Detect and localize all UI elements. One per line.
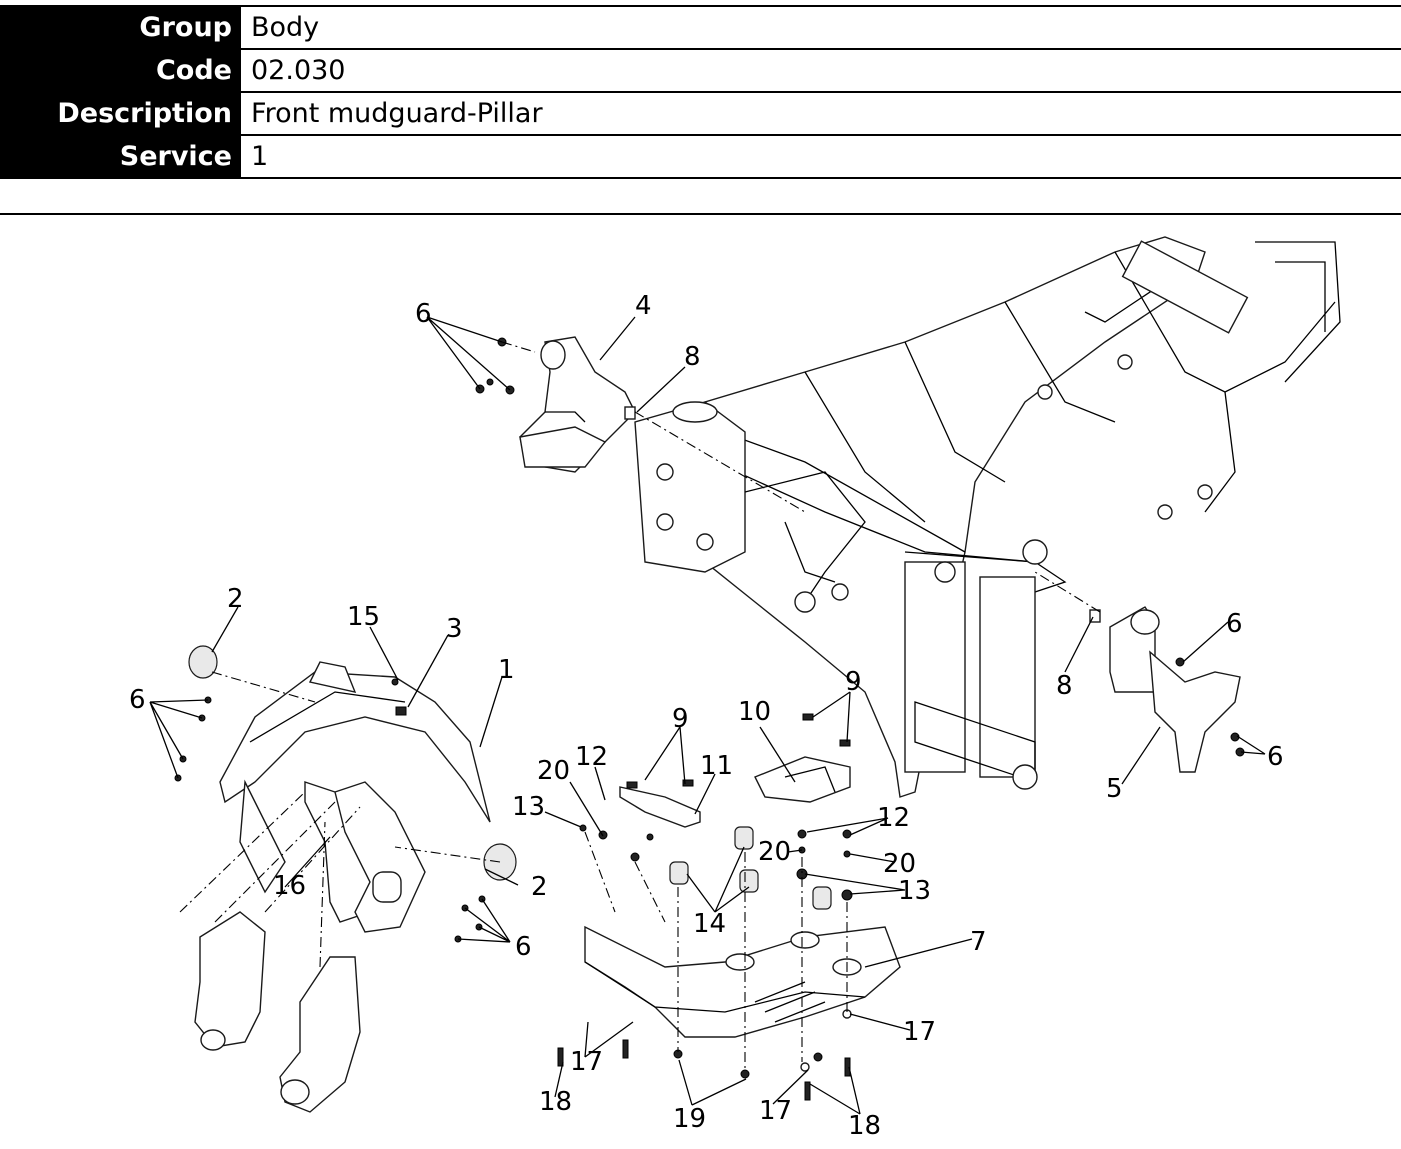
service-label: Service	[0, 134, 240, 179]
callout-18: 18	[539, 1087, 572, 1117]
callout-20: 20	[537, 756, 570, 786]
callout-2: 2	[531, 872, 548, 902]
part-14-buffers	[669, 826, 832, 910]
description-value: Front mudguard-Pillar	[238, 91, 1401, 136]
callout-10: 10	[738, 697, 771, 727]
callout-8: 8	[684, 342, 701, 372]
callout-6: 6	[515, 932, 532, 962]
callout-12: 12	[575, 742, 608, 772]
callout-4: 4	[635, 291, 652, 321]
callout-7: 7	[970, 927, 987, 957]
info-row-description: Description Front mudguard-Pillar	[0, 91, 1401, 136]
callout-17: 17	[903, 1017, 936, 1047]
callout-6: 6	[415, 299, 432, 329]
callout-2: 2	[227, 584, 244, 614]
service-value: 1	[238, 134, 1401, 179]
callout-3: 3	[446, 614, 463, 644]
code-value: 02.030	[238, 48, 1401, 93]
callout-5: 5	[1106, 774, 1123, 804]
callout-17: 17	[570, 1047, 603, 1077]
callout-9: 9	[672, 704, 689, 734]
fork-sliders	[194, 911, 361, 1113]
callout-19: 19	[673, 1104, 706, 1134]
callout-8: 8	[1056, 671, 1073, 701]
skid-plate	[584, 925, 901, 1038]
code-label: Code	[0, 48, 240, 93]
callout-16: 16	[273, 871, 306, 901]
header-divider	[0, 213, 1401, 215]
exploded-parts-diagram: 6 4 8 2 15 3 1 6 16 2 6 13 20 12 9 11 10…	[105, 222, 1345, 1142]
callout-6: 6	[1226, 609, 1243, 639]
callout-14: 14	[693, 909, 726, 939]
frame-drawing	[634, 236, 1341, 798]
callout-9: 9	[845, 667, 862, 697]
callout-labels: 6 4 8 2 15 3 1 6 16 2 6 13 20 12 9 11 10…	[129, 291, 1284, 1141]
callout-1: 1	[498, 655, 515, 685]
callout-20: 20	[883, 849, 916, 879]
info-row-group: Group Body	[0, 5, 1401, 50]
callout-18: 18	[848, 1111, 881, 1141]
diagram-svg: 6 4 8 2 15 3 1 6 16 2 6 13 20 12 9 11 10…	[129, 236, 1341, 1141]
callout-15: 15	[347, 602, 380, 632]
callout-6: 6	[129, 685, 146, 715]
callout-20: 20	[758, 837, 791, 867]
callout-17: 17	[759, 1096, 792, 1126]
leader-lines	[149, 316, 1266, 1115]
part-10-bracket	[754, 756, 851, 803]
description-label: Description	[0, 91, 240, 136]
callout-12: 12	[877, 803, 910, 833]
part-11-bracket	[619, 786, 701, 828]
callout-6: 6	[1267, 742, 1284, 772]
group-value: Body	[238, 5, 1401, 50]
group-label: Group	[0, 5, 240, 50]
part-info-table: Group Body Code 02.030 Description Front…	[0, 5, 1401, 179]
info-row-service: Service 1	[0, 134, 1401, 179]
part-4-bracket	[475, 336, 636, 473]
callout-13: 13	[512, 792, 545, 822]
callout-13: 13	[898, 876, 931, 906]
part-5-bracket	[1089, 606, 1245, 773]
callout-11: 11	[700, 751, 733, 781]
info-row-code: Code 02.030	[0, 48, 1401, 93]
small-hardware	[174, 696, 853, 1101]
front-mudguard	[219, 661, 491, 933]
assembly-lines	[179, 341, 1101, 1072]
